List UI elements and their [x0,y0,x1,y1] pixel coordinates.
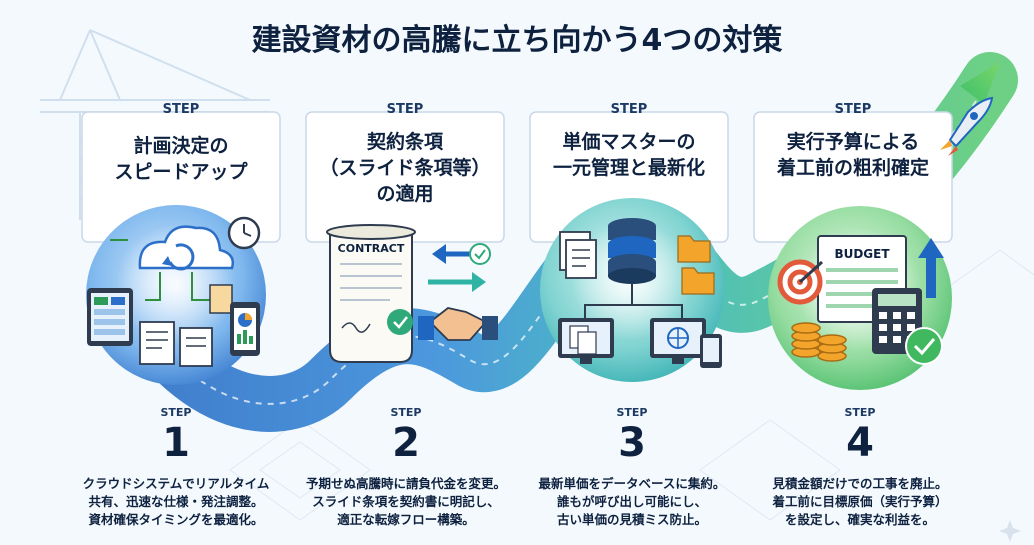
step-4-heading-line-1: 実行予算による [787,130,919,153]
blueprint-background [229,249,1034,521]
document-stack-icon [559,231,597,279]
contract-scroll-icon: CONTRACT [326,224,416,363]
step-4-illustration: BUDGET [768,96,994,390]
document-icon [139,284,233,367]
step-3-heading-line-2: 一元管理と最新化 [553,156,705,179]
step-1-number-tag: STEP [160,406,191,419]
growth-arrow-head [960,62,1000,104]
step-1-description-line-2: 共有、迅速な仕様・発注調整。 [88,494,263,509]
step-1-description-line-1: クラウドシステムでリアルタイム [83,476,270,491]
step-1-number: 1 [162,420,190,466]
step-2-heading-line-1: 契約条項 [366,130,444,153]
upward-arrow-icon [918,238,944,298]
step-4-description-line-2: 着工前に目標原価（実行予算） [771,494,947,509]
step-2-heading-line-3: の適用 [376,182,433,205]
step-3-illustration [540,198,724,382]
tablet-icon [87,288,133,346]
step-4-number: 4 [846,420,874,466]
target-icon [777,259,824,305]
step-4-description-line-1: 見積金額だけでの工事を廃止。 [771,476,947,491]
step-2-tag: STEP [387,102,424,117]
step-1-heading-line-2: スピードアップ [114,160,248,183]
step-3-heading-line-1: 単価マスターの [562,130,695,153]
mobile-device-icon [700,334,722,368]
step-2-description-line-2: スライド条項を契約書に明記し、 [312,494,500,509]
step-4-description-line-3: を設定し、確実な利益を。 [785,512,935,527]
contract-label: CONTRACT [338,242,405,255]
step-3-number-tag: STEP [616,406,647,419]
step-3-description-line-1: 最新単価をデータベースに集約。 [539,476,726,491]
approval-badge-icon [387,309,413,335]
exchange-arrows-icon [428,243,491,292]
handshake-icon [418,307,498,341]
coin-stack-icon [791,322,847,362]
step-3-description-line-3: 古い単価の見積ミス防止。 [557,512,707,527]
step-1-description-line-3: 資材確保タイミングを最適化。 [88,512,263,527]
clock-icon [227,216,261,250]
step-1-illustration [86,205,266,385]
step-3-tag: STEP [611,102,648,117]
sparkle-icon [999,520,1021,542]
step-3-number: 3 [618,420,646,466]
step-4-number-tag: STEP [844,406,875,419]
step-2-number: 2 [392,420,420,466]
step-3-description-line-2: 誰もが呼び出し可能にし、 [557,494,707,509]
step-2-description-line-1: 予期せぬ高騰時に請負代金を変更。 [306,476,506,491]
desktop-monitor-icon [558,318,706,364]
check-badge-icon [905,327,943,365]
step-2-description-line-3: 適正な転嫁フロー構築。 [337,512,475,527]
step-2-illustration: CONTRACT [326,224,498,363]
rocket-icon [940,96,994,156]
step-4-tag: STEP [835,102,872,117]
page-title: 建設資材の高騰に立ち向かう4つの対策 [252,23,783,58]
step-2-number-tag: STEP [390,406,421,419]
folder-icon [677,235,715,295]
smartphone-chart-icon [230,302,260,356]
step-1-tag: STEP [163,102,200,117]
budget-label: BUDGET [834,247,890,261]
database-icon [608,218,656,284]
step-4-heading-line-2: 着工前の粗利確定 [777,156,929,179]
step-2-heading-line-2: （スライド条項等） [319,156,490,179]
step-1-heading-line-1: 計画決定の [133,134,228,157]
cloud-sync-icon [138,225,234,271]
